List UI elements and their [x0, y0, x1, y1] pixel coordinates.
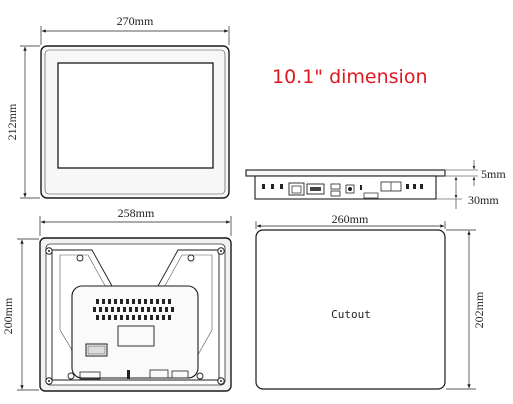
back-height-dimension: 200mm [1, 238, 39, 391]
cutout-width-label: 260mm [332, 212, 369, 226]
side-bezel [245, 169, 446, 177]
front-width-dimension: 270mm [40, 14, 230, 45]
diagram-title: 10.1" dimension [272, 66, 428, 88]
serial-port [306, 183, 325, 195]
cutout-height-label: 202mm [472, 291, 486, 328]
label-plate [117, 325, 155, 347]
cutout-height-dimension: 202mm [446, 229, 486, 390]
front-view [40, 45, 230, 199]
cutout-view: Cutout [255, 229, 446, 390]
usb-port-2 [330, 190, 341, 197]
usb-port-1 [330, 183, 341, 190]
front-height-label: 212mm [5, 103, 19, 140]
front-width-label: 270mm [117, 14, 154, 28]
back-width-label: 258mm [118, 206, 155, 220]
cutout-label: Cutout [331, 308, 371, 321]
side-view [245, 169, 446, 200]
back-switch [85, 343, 108, 357]
back-height-label: 200mm [1, 297, 15, 334]
power-jack [345, 184, 355, 194]
back-view [39, 237, 232, 392]
cutout-outline [255, 229, 446, 390]
front-height-dimension: 212mm [5, 45, 40, 199]
front-screen [57, 62, 214, 169]
side-dimensions: 5mm 30mm [437, 160, 506, 209]
back-width-dimension: 258mm [39, 206, 232, 236]
side-depth-label: 30mm [468, 193, 499, 207]
rj45-port [288, 182, 305, 196]
cutout-width-dimension: 260mm [255, 212, 446, 229]
vent-grille [93, 299, 174, 320]
side-thickness-label: 5mm [481, 167, 506, 181]
